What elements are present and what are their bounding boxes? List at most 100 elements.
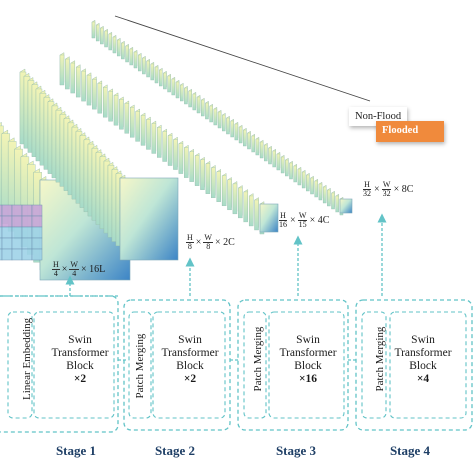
plate-edge	[201, 99, 205, 117]
plate-edge	[175, 81, 180, 99]
plate-edge	[104, 30, 108, 48]
feature-map-stacks	[0, 19, 353, 281]
plate-edge	[171, 78, 176, 96]
dim-tail: × 8C	[393, 183, 414, 195]
plate-edge	[81, 70, 86, 102]
plate-edge	[91, 21, 96, 39]
plate-edge	[205, 102, 209, 120]
plate-edge	[138, 54, 142, 72]
plate-edge	[213, 108, 218, 126]
plate-edge	[230, 120, 234, 138]
plate-edge	[92, 78, 97, 110]
grid-cell	[31, 204, 43, 217]
plate-edge	[146, 60, 150, 78]
block-box	[268, 311, 345, 419]
plate-edge	[248, 195, 254, 227]
plate-edge	[142, 57, 146, 75]
plate-edge	[192, 93, 197, 111]
plate-edge	[243, 191, 248, 223]
grid-cell	[21, 215, 33, 228]
plate-edge	[272, 150, 276, 168]
plate-edge	[217, 111, 222, 129]
stage3-patch-merging-label: Patch Merging	[252, 326, 264, 392]
plate-edge	[259, 141, 264, 159]
plate-edge	[226, 117, 230, 135]
plate-edge	[76, 66, 81, 98]
plate-edge	[119, 99, 124, 130]
plate-edge	[209, 105, 213, 123]
block-box	[152, 311, 226, 419]
plate-edge	[232, 183, 238, 215]
plate-edge	[100, 27, 104, 45]
grid-cell	[0, 237, 3, 250]
plate-edge	[70, 62, 76, 94]
side-box	[361, 311, 387, 419]
plate-edge	[163, 72, 167, 90]
plate-edge	[254, 199, 259, 231]
plate-edge	[162, 131, 167, 162]
plate-edge	[130, 107, 135, 138]
plate-edge	[167, 135, 173, 166]
stage-frame	[237, 299, 349, 431]
plate-edge	[178, 143, 184, 174]
stage-frame	[0, 295, 119, 433]
plate-edge	[276, 153, 281, 171]
plate-edge	[331, 192, 335, 210]
plate-edge	[154, 66, 159, 84]
stage2-label: Stage 2	[154, 443, 196, 458]
grid-cell	[11, 237, 23, 250]
grid-cell	[0, 226, 3, 239]
grid-cell	[1, 237, 13, 250]
plate-edge	[150, 63, 155, 81]
plate-edge	[293, 165, 297, 183]
grid-cell	[0, 204, 3, 217]
plate-edge	[173, 139, 178, 170]
plate-edge	[184, 87, 188, 105]
plate-edge	[310, 177, 314, 195]
plate-edge	[280, 156, 285, 174]
stage-frame	[355, 299, 473, 431]
plate-edge	[289, 162, 293, 180]
plate-edge	[297, 168, 302, 186]
plate-edge	[151, 123, 157, 154]
plate-edge	[285, 159, 289, 177]
plate-edge	[121, 42, 125, 60]
plate-edge	[238, 126, 243, 144]
plate-edge	[268, 147, 272, 165]
dim-tail: × 4C	[309, 214, 330, 226]
plate-edge	[314, 180, 318, 198]
plate-edge	[205, 163, 211, 194]
plate-edge	[65, 58, 70, 90]
block-box	[33, 311, 115, 419]
plate-front-face	[259, 203, 279, 233]
flooded-label: Flooded	[376, 121, 444, 142]
plate-edge	[133, 51, 138, 69]
plate-edge	[117, 39, 121, 57]
input-patch-grid	[0, 204, 43, 261]
grid-cell	[31, 226, 43, 239]
stack-stage4	[91, 19, 353, 216]
plate-edge	[167, 75, 171, 93]
stack-stage2	[19, 68, 179, 261]
plate-edge	[108, 91, 113, 122]
dim-tail: × 16L	[80, 263, 106, 275]
plate-edge	[194, 155, 200, 186]
plate-edge	[327, 189, 331, 207]
grid-cell	[31, 248, 43, 261]
plate-edge	[306, 174, 310, 192]
plate-edge	[108, 33, 113, 51]
stage3-label: Stage 3	[275, 443, 317, 458]
plate-edge	[97, 82, 103, 114]
dim-tail: × 2C	[214, 236, 235, 248]
